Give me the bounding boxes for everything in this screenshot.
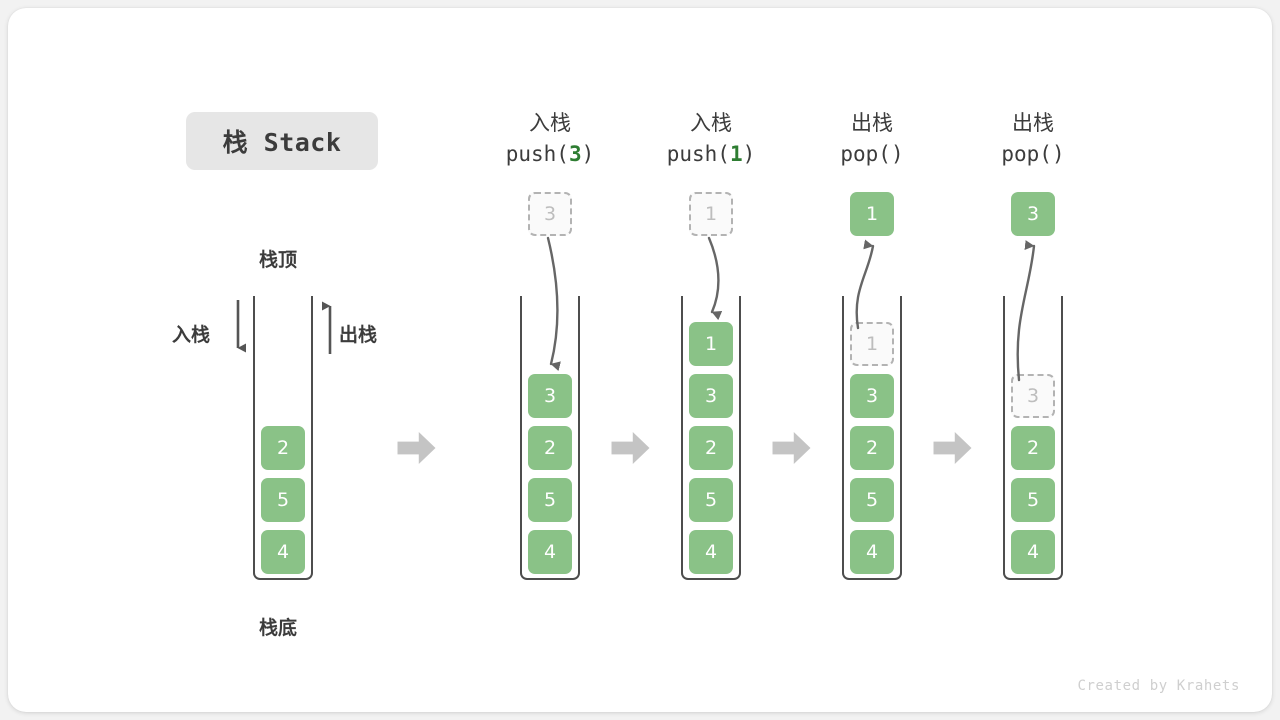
stack-box: 2 bbox=[261, 426, 305, 470]
code-prefix: pop( bbox=[840, 142, 891, 166]
stack-container bbox=[842, 296, 902, 580]
column-heading-code: pop() bbox=[792, 138, 952, 170]
column-heading-pop-2: 出栈 pop() bbox=[953, 108, 1113, 170]
pop-side-label: 出栈 bbox=[339, 324, 378, 346]
stack-column-push-3: 3 2 5 4 3 bbox=[470, 192, 630, 596]
stack-container bbox=[253, 296, 313, 580]
diagram-title-badge: 栈 Stack bbox=[186, 112, 378, 170]
code-argument: 1 bbox=[729, 142, 743, 166]
column-heading-pop-1: 出栈 pop() bbox=[792, 108, 952, 170]
column-heading-push-1: 入栈 push(1) bbox=[631, 108, 791, 170]
stack-box: 4 bbox=[1011, 530, 1055, 574]
external-box-in: 3 bbox=[528, 192, 572, 236]
stack-box: 5 bbox=[261, 478, 305, 522]
column-heading-cn: 入栈 bbox=[529, 111, 571, 135]
stack-box: 5 bbox=[1011, 478, 1055, 522]
stack-column-pop-1: 1 3 2 5 4 1 bbox=[792, 192, 952, 596]
stack-box: 3 bbox=[528, 374, 572, 418]
stack-box: 2 bbox=[689, 426, 733, 470]
stack-box: 5 bbox=[689, 478, 733, 522]
code-prefix: push( bbox=[666, 142, 730, 166]
stack-top-label: 栈顶 bbox=[259, 249, 298, 271]
stack-bottom-label: 栈底 bbox=[259, 617, 298, 639]
external-box-out: 3 bbox=[1011, 192, 1055, 236]
code-suffix: ) bbox=[890, 142, 904, 166]
stack-column-pop-2: 3 2 5 4 3 bbox=[953, 192, 1113, 596]
column-heading-push-3: 入栈 push(3) bbox=[470, 108, 630, 170]
column-heading-cn: 出栈 bbox=[1012, 111, 1054, 135]
stack-box: 2 bbox=[528, 426, 572, 470]
stack-column-push-1: 1 3 2 5 4 1 bbox=[631, 192, 791, 596]
column-heading-cn: 入栈 bbox=[690, 111, 732, 135]
stack-container bbox=[520, 296, 580, 580]
stack-box: 5 bbox=[528, 478, 572, 522]
stack-container bbox=[1003, 296, 1063, 580]
stack-box: 5 bbox=[850, 478, 894, 522]
stack-box: 4 bbox=[850, 530, 894, 574]
push-side-label: 入栈 bbox=[172, 324, 211, 346]
column-heading-code: push(1) bbox=[631, 138, 791, 170]
code-prefix: pop( bbox=[1001, 142, 1052, 166]
code-suffix: ) bbox=[1051, 142, 1065, 166]
external-box-out: 1 bbox=[850, 192, 894, 236]
column-heading-cn: 出栈 bbox=[851, 111, 893, 135]
footer-credit: Created by Krahets bbox=[1077, 678, 1240, 694]
stack-box: 1 bbox=[689, 322, 733, 366]
stack-container bbox=[681, 296, 741, 580]
stack-box: 2 bbox=[1011, 426, 1055, 470]
stack-box: 3 bbox=[1011, 374, 1055, 418]
stack-column-initial: 2 5 4 bbox=[203, 196, 363, 596]
stack-box: 3 bbox=[689, 374, 733, 418]
code-suffix: ) bbox=[581, 142, 595, 166]
code-suffix: ) bbox=[742, 142, 756, 166]
stack-box: 4 bbox=[528, 530, 572, 574]
stack-box: 1 bbox=[850, 322, 894, 366]
column-heading-code: push(3) bbox=[470, 138, 630, 170]
stack-box: 4 bbox=[261, 530, 305, 574]
stack-box: 4 bbox=[689, 530, 733, 574]
external-box-in: 1 bbox=[689, 192, 733, 236]
stack-box: 3 bbox=[850, 374, 894, 418]
code-argument: 3 bbox=[568, 142, 582, 166]
column-heading-code: pop() bbox=[953, 138, 1113, 170]
code-prefix: push( bbox=[505, 142, 569, 166]
stack-box: 2 bbox=[850, 426, 894, 470]
